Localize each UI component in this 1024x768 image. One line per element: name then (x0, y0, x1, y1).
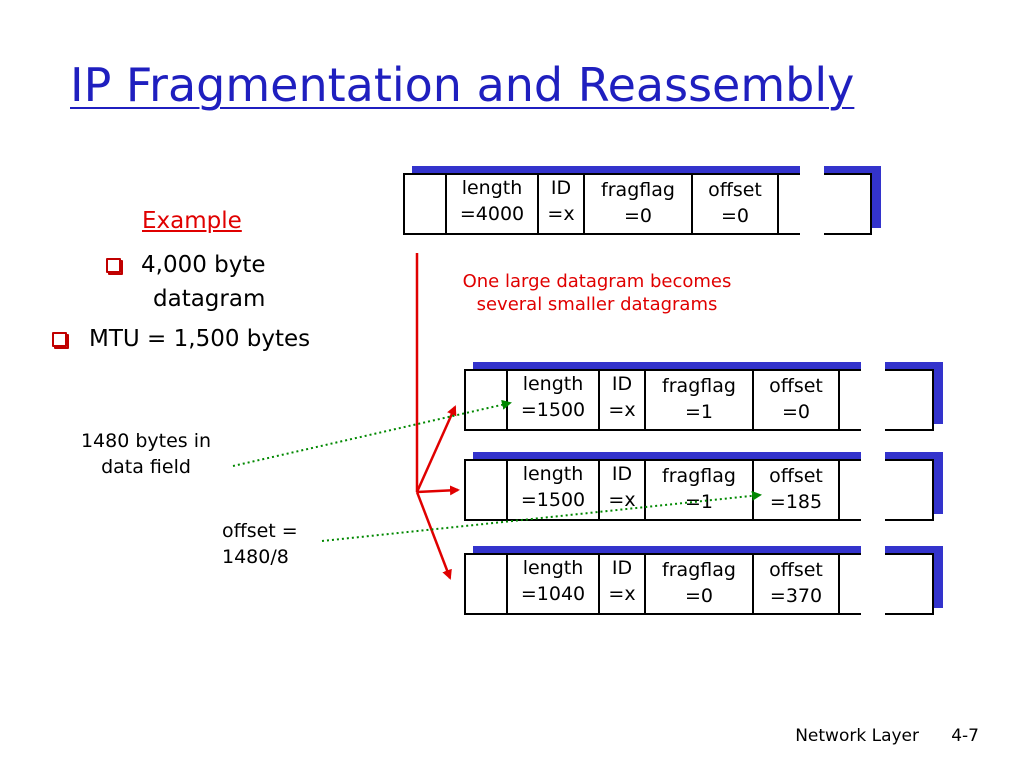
bullet-datagram-size-line2: datagram (153, 286, 266, 312)
field-divider (506, 553, 508, 615)
data-field-note-line-1: 1480 bytes in (80, 430, 212, 452)
offset-field: offset=0 (769, 375, 823, 423)
field-divider (838, 459, 840, 521)
fragflag-field: fragflag=1 (662, 375, 736, 423)
payload-break (800, 164, 824, 235)
offset-field: offset=185 (769, 465, 823, 513)
caption-line-2: several smaller datagrams (476, 294, 718, 315)
slide-title: IP Fragmentation and Reassembly (70, 58, 855, 112)
datagram-original: length=4000 ID=x fragflag=0 offset=0 (403, 164, 881, 235)
length-field: length=1040 (520, 557, 586, 605)
payload-break (861, 544, 885, 615)
fragflag-field: fragflag=0 (662, 559, 736, 607)
field-divider (644, 459, 646, 521)
offset-note-line-2: 1480/8 (222, 546, 289, 568)
payload-break (861, 450, 885, 521)
bullet-datagram-size-line1: 4,000 byte (141, 252, 266, 278)
datagram-fragment-2: length=1500 ID=x fragflag=1 offset=185 (464, 450, 943, 521)
footer-page-number: 4-7 (951, 726, 979, 746)
fragflag-field: fragflag=1 (662, 465, 736, 513)
payload-break (861, 360, 885, 431)
offset-note: offset = 1480/8 (222, 518, 298, 570)
fragment-arrow-1 (415, 405, 457, 493)
field-divider (598, 553, 600, 615)
field-divider (445, 173, 447, 235)
datagram-frame (464, 553, 934, 615)
length-field: length=1500 (520, 463, 586, 511)
caption-line-1: One large datagram becomes (462, 271, 732, 292)
field-divider (598, 369, 600, 431)
bullet-mtu: MTU = 1,500 bytes (89, 326, 311, 352)
offset-pointer (321, 490, 762, 542)
fragmentation-caption: One large datagram becomes several small… (430, 270, 764, 316)
field-divider (752, 553, 754, 615)
id-field: ID=x (608, 463, 636, 511)
datagram-frame (403, 173, 872, 235)
id-field: ID=x (608, 373, 636, 421)
field-divider (506, 459, 508, 521)
bullet-icon (52, 332, 67, 347)
length-field: length=4000 (459, 177, 525, 225)
field-divider (777, 173, 779, 235)
fragflag-field: fragflag=0 (601, 179, 675, 227)
offset-field: offset=370 (769, 559, 823, 607)
field-divider (644, 369, 646, 431)
data-field-note: 1480 bytes in data field (60, 428, 232, 480)
offset-field: offset=0 (708, 179, 762, 227)
bullet-icon (106, 258, 121, 273)
datagram-frame (464, 369, 934, 431)
length-field: length=1500 (520, 373, 586, 421)
data-field-note-line-2: data field (101, 456, 191, 478)
field-divider (838, 369, 840, 431)
id-field: ID=x (608, 557, 636, 605)
example-heading: Example (142, 208, 242, 234)
field-divider (644, 553, 646, 615)
field-divider (838, 553, 840, 615)
field-divider (537, 173, 539, 235)
field-divider (691, 173, 693, 235)
fragment-arrow-2 (416, 485, 460, 496)
data-field-pointer (232, 399, 512, 467)
field-divider (598, 459, 600, 521)
datagram-frame (464, 459, 934, 521)
field-divider (752, 459, 754, 521)
field-divider (583, 173, 585, 235)
field-divider (752, 369, 754, 431)
offset-note-line-1: offset = (222, 520, 298, 542)
footer-chapter-label: Network Layer (795, 726, 919, 746)
datagram-fragment-1: length=1500 ID=x fragflag=1 offset=0 (464, 360, 943, 431)
fragment-arrow-3 (415, 491, 452, 580)
id-field: ID=x (547, 177, 575, 225)
datagram-fragment-3: length=1040 ID=x fragflag=0 offset=370 (464, 544, 943, 615)
